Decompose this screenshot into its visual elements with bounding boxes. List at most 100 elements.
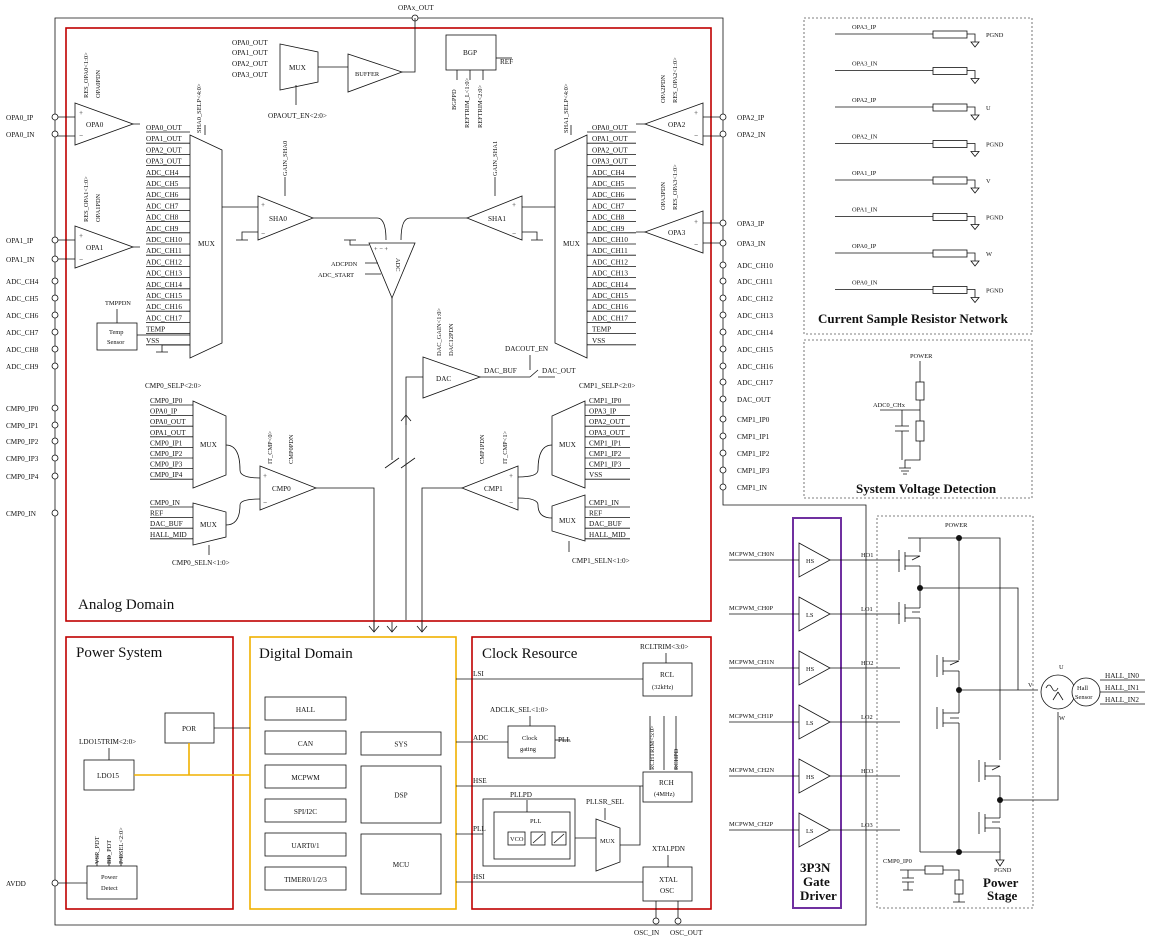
cmp-input: HALL_MID bbox=[150, 531, 187, 539]
rch-ctrl-0: RCHTRIM<5:0> bbox=[649, 725, 656, 770]
resistor-wire bbox=[835, 70, 976, 79]
cmp-input: CMP1_IP2 bbox=[589, 450, 622, 458]
cmp1-ctrl-0: CMP1PDN bbox=[479, 434, 486, 464]
clock-gating-box bbox=[507, 725, 556, 759]
left-pin-label: OPA0_IN bbox=[6, 131, 35, 139]
resistor-wire bbox=[835, 179, 976, 188]
ground-symbol bbox=[970, 224, 980, 231]
resistor-signal-label: OPA2_IP bbox=[852, 97, 877, 104]
left-pin-label: OPA0_IP bbox=[6, 114, 33, 122]
dac-block bbox=[422, 356, 482, 399]
resistor-signal-label: OPA2_IN bbox=[852, 134, 878, 141]
rcl-ctrl: RCLTRIM<3:0> bbox=[640, 643, 689, 651]
sha1-input: OPA2_OUT bbox=[592, 146, 628, 154]
right-pin bbox=[719, 219, 727, 227]
power-system-title: Power System bbox=[76, 645, 163, 661]
sha0-input: OPA3_OUT bbox=[146, 158, 182, 166]
cmp1-plus: + bbox=[509, 472, 513, 480]
sha1-input: ADC_CH6 bbox=[592, 191, 625, 199]
resistor-signal-label: OPA0_IP bbox=[852, 243, 877, 250]
sha0-gain: GAIN_SHA0 bbox=[282, 141, 289, 176]
sha1-input: ADC_CH12 bbox=[592, 258, 628, 266]
cmp0-p-inputs: CMP0_IP0OPA0_IPOPA0_OUTOPA1_OUTCMP0_IP1C… bbox=[150, 397, 193, 480]
right-pin bbox=[719, 130, 727, 138]
vd-adc: ADC0_CHx bbox=[873, 402, 906, 409]
left-pin-label: OPA1_IN bbox=[6, 256, 35, 264]
power-stage-frame bbox=[876, 515, 1034, 909]
right-pin-label: ADC_CH11 bbox=[737, 278, 773, 286]
opa1-plus: + bbox=[79, 232, 83, 240]
cmp-input: OPA3_IP bbox=[589, 408, 616, 416]
resistor-network-frame bbox=[803, 17, 1033, 335]
sha1-input: ADC_CH16 bbox=[592, 303, 628, 311]
left-pin-label: CMP0_IP1 bbox=[6, 422, 39, 430]
power-stage: POWER PGND U V W Hall Sensor HALL_IN0 bbox=[883, 522, 1145, 903]
temp-sensor-box bbox=[96, 322, 138, 351]
digital-block bbox=[264, 798, 347, 823]
cmp0-ctrl-0: IT_CMP<0> bbox=[267, 430, 274, 464]
right-pin-label: CMP1_IN bbox=[737, 484, 768, 492]
right-pin bbox=[719, 113, 727, 121]
right-pin-label: CMP1_IP2 bbox=[737, 450, 770, 458]
gate-driver-title-2: Driver bbox=[800, 888, 837, 903]
left-pin-label: CMP0_IP2 bbox=[6, 438, 39, 446]
cmp0-p-mux-label: MUX bbox=[200, 441, 218, 449]
left-pin bbox=[51, 328, 59, 336]
right-pin bbox=[719, 239, 727, 247]
right-pin bbox=[719, 328, 727, 336]
resistor-wire bbox=[835, 252, 976, 261]
hall-out-0: HALL_IN0 bbox=[1105, 672, 1139, 680]
ground-symbol bbox=[970, 114, 980, 121]
ps-v: V bbox=[1028, 682, 1033, 689]
digital-block bbox=[264, 730, 347, 755]
sense-resistor bbox=[932, 249, 968, 258]
sha0-input: ADC_CH10 bbox=[146, 236, 182, 244]
sha0-input: ADC_CH9 bbox=[146, 225, 179, 233]
sense-resistor bbox=[932, 30, 968, 39]
driver-output-label: HO1 bbox=[861, 552, 873, 559]
sha0-input: ADC_CH12 bbox=[146, 258, 182, 266]
xtal-box bbox=[642, 866, 693, 902]
chip-outline bbox=[54, 17, 867, 926]
gate-0: Clock bbox=[522, 735, 538, 742]
cmp-input: DAC_BUF bbox=[589, 520, 622, 528]
cmp1-name: CMP1 bbox=[484, 485, 503, 493]
cmp0-ctrl-1: CMP0PDN bbox=[288, 434, 295, 464]
gate-driver-title-0: 3P3N bbox=[800, 860, 831, 875]
sha0-input: TEMP bbox=[146, 326, 165, 334]
sha0-input: ADC_CH16 bbox=[146, 303, 182, 311]
right-pin bbox=[719, 466, 727, 474]
resistor-node-label: PGND bbox=[986, 142, 1004, 149]
sha0-input: ADC_CH14 bbox=[146, 281, 182, 289]
sha1-input: ADC_CH13 bbox=[592, 270, 628, 278]
cmp-input: VSS bbox=[589, 471, 602, 479]
cmp-input: CMP1_IP3 bbox=[589, 461, 622, 469]
cmp0-group: CMP0_SELP<2:0> MUX CMP0_IP0OPA0_IPOPA0_O… bbox=[145, 382, 375, 630]
sha1-mux bbox=[554, 134, 588, 359]
clock-resource-title: Clock Resource bbox=[482, 646, 578, 662]
vd-r-bottom bbox=[915, 420, 925, 442]
sha0-input: ADC_CH6 bbox=[146, 191, 179, 199]
cmp1-p-inputs: CMP1_IP0OPA3_IPOPA2_OUTOPA3_OUTCMP1_IP1C… bbox=[585, 397, 630, 480]
left-pin bbox=[51, 345, 59, 353]
buffer bbox=[347, 53, 404, 93]
top-mux-in-2: OPA2_OUT bbox=[232, 60, 268, 68]
cmp-input: DAC_BUF bbox=[150, 520, 183, 528]
temp-label-0: Temp bbox=[109, 329, 123, 336]
right-pin bbox=[719, 261, 727, 269]
sha1-mux-group: MUX SHA1_SELP<4:0> OPA0_OUTOPA1_OUTOPA2_… bbox=[554, 83, 636, 359]
driver-input-label: MCPWM_CH2N bbox=[729, 767, 774, 774]
opa2-plus: + bbox=[694, 109, 698, 117]
adc-ctrl-1: ADC_START bbox=[318, 272, 354, 279]
right-pin-label: OPA2_IN bbox=[737, 131, 766, 139]
driver-input-label: MCPWM_CH0P bbox=[729, 605, 773, 612]
digital-block-label: CAN bbox=[298, 740, 314, 748]
adc-block bbox=[368, 242, 416, 300]
ldo-ctrl: LDO15TRIM<2:0> bbox=[79, 738, 136, 746]
sha0-input: ADC_CH7 bbox=[146, 202, 179, 210]
driver-type-label: HS bbox=[806, 558, 815, 565]
cmp0-name: CMP0 bbox=[272, 485, 291, 493]
ps-cmp: CMP0_IP0 bbox=[883, 858, 912, 865]
cmp0-p-mux bbox=[192, 400, 227, 489]
left-pin bbox=[51, 113, 59, 121]
